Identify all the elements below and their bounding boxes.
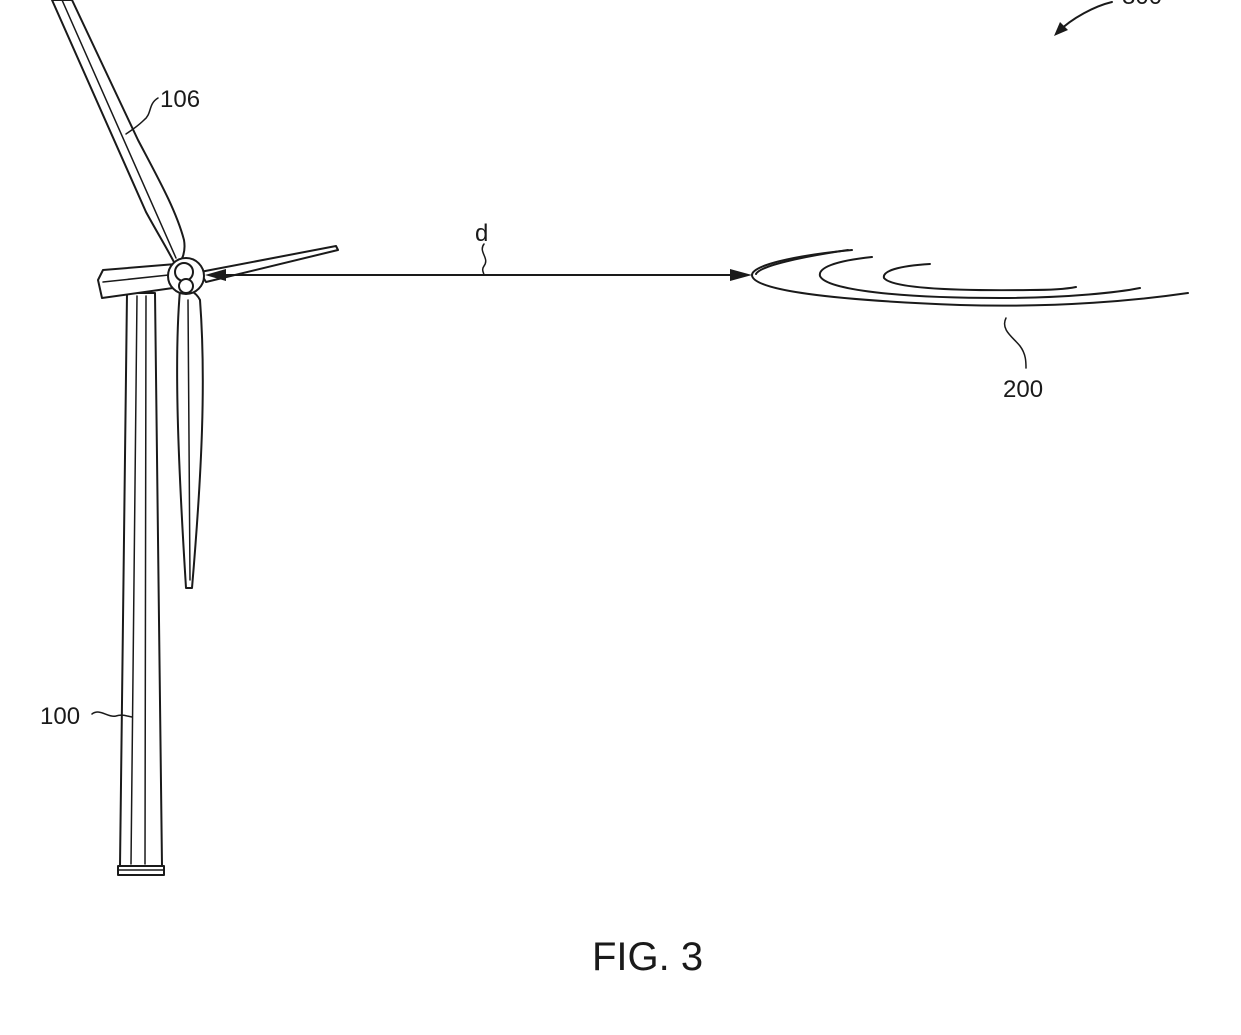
rotor-hub bbox=[168, 258, 204, 294]
wake-inner-curve bbox=[884, 264, 1076, 290]
tower bbox=[118, 293, 164, 875]
wake-leader bbox=[1005, 318, 1026, 368]
label-wake: 200 bbox=[1003, 376, 1043, 403]
tower-leader bbox=[92, 712, 132, 717]
label-system: 300 bbox=[1122, 0, 1162, 10]
label-blade: 106 bbox=[160, 86, 200, 113]
blade-reference: 106 bbox=[126, 86, 200, 134]
wake: 200 bbox=[752, 250, 1188, 403]
wake-middle-curve bbox=[820, 257, 1140, 298]
label-tower: 100 bbox=[40, 703, 80, 730]
label-distance: d bbox=[475, 220, 488, 247]
system-leader-arrow bbox=[1058, 2, 1112, 32]
blade-upper bbox=[52, 0, 185, 266]
wind-turbine bbox=[52, 0, 338, 875]
figure-caption: FIG. 3 bbox=[592, 935, 703, 979]
distance-dimension: d bbox=[205, 220, 752, 281]
system-reference: 300 bbox=[1054, 0, 1162, 36]
tower-reference: 100 bbox=[40, 703, 132, 730]
wake-outer-lip bbox=[756, 250, 848, 274]
distance-arrowhead-right bbox=[730, 269, 752, 281]
distance-leader bbox=[482, 244, 485, 275]
